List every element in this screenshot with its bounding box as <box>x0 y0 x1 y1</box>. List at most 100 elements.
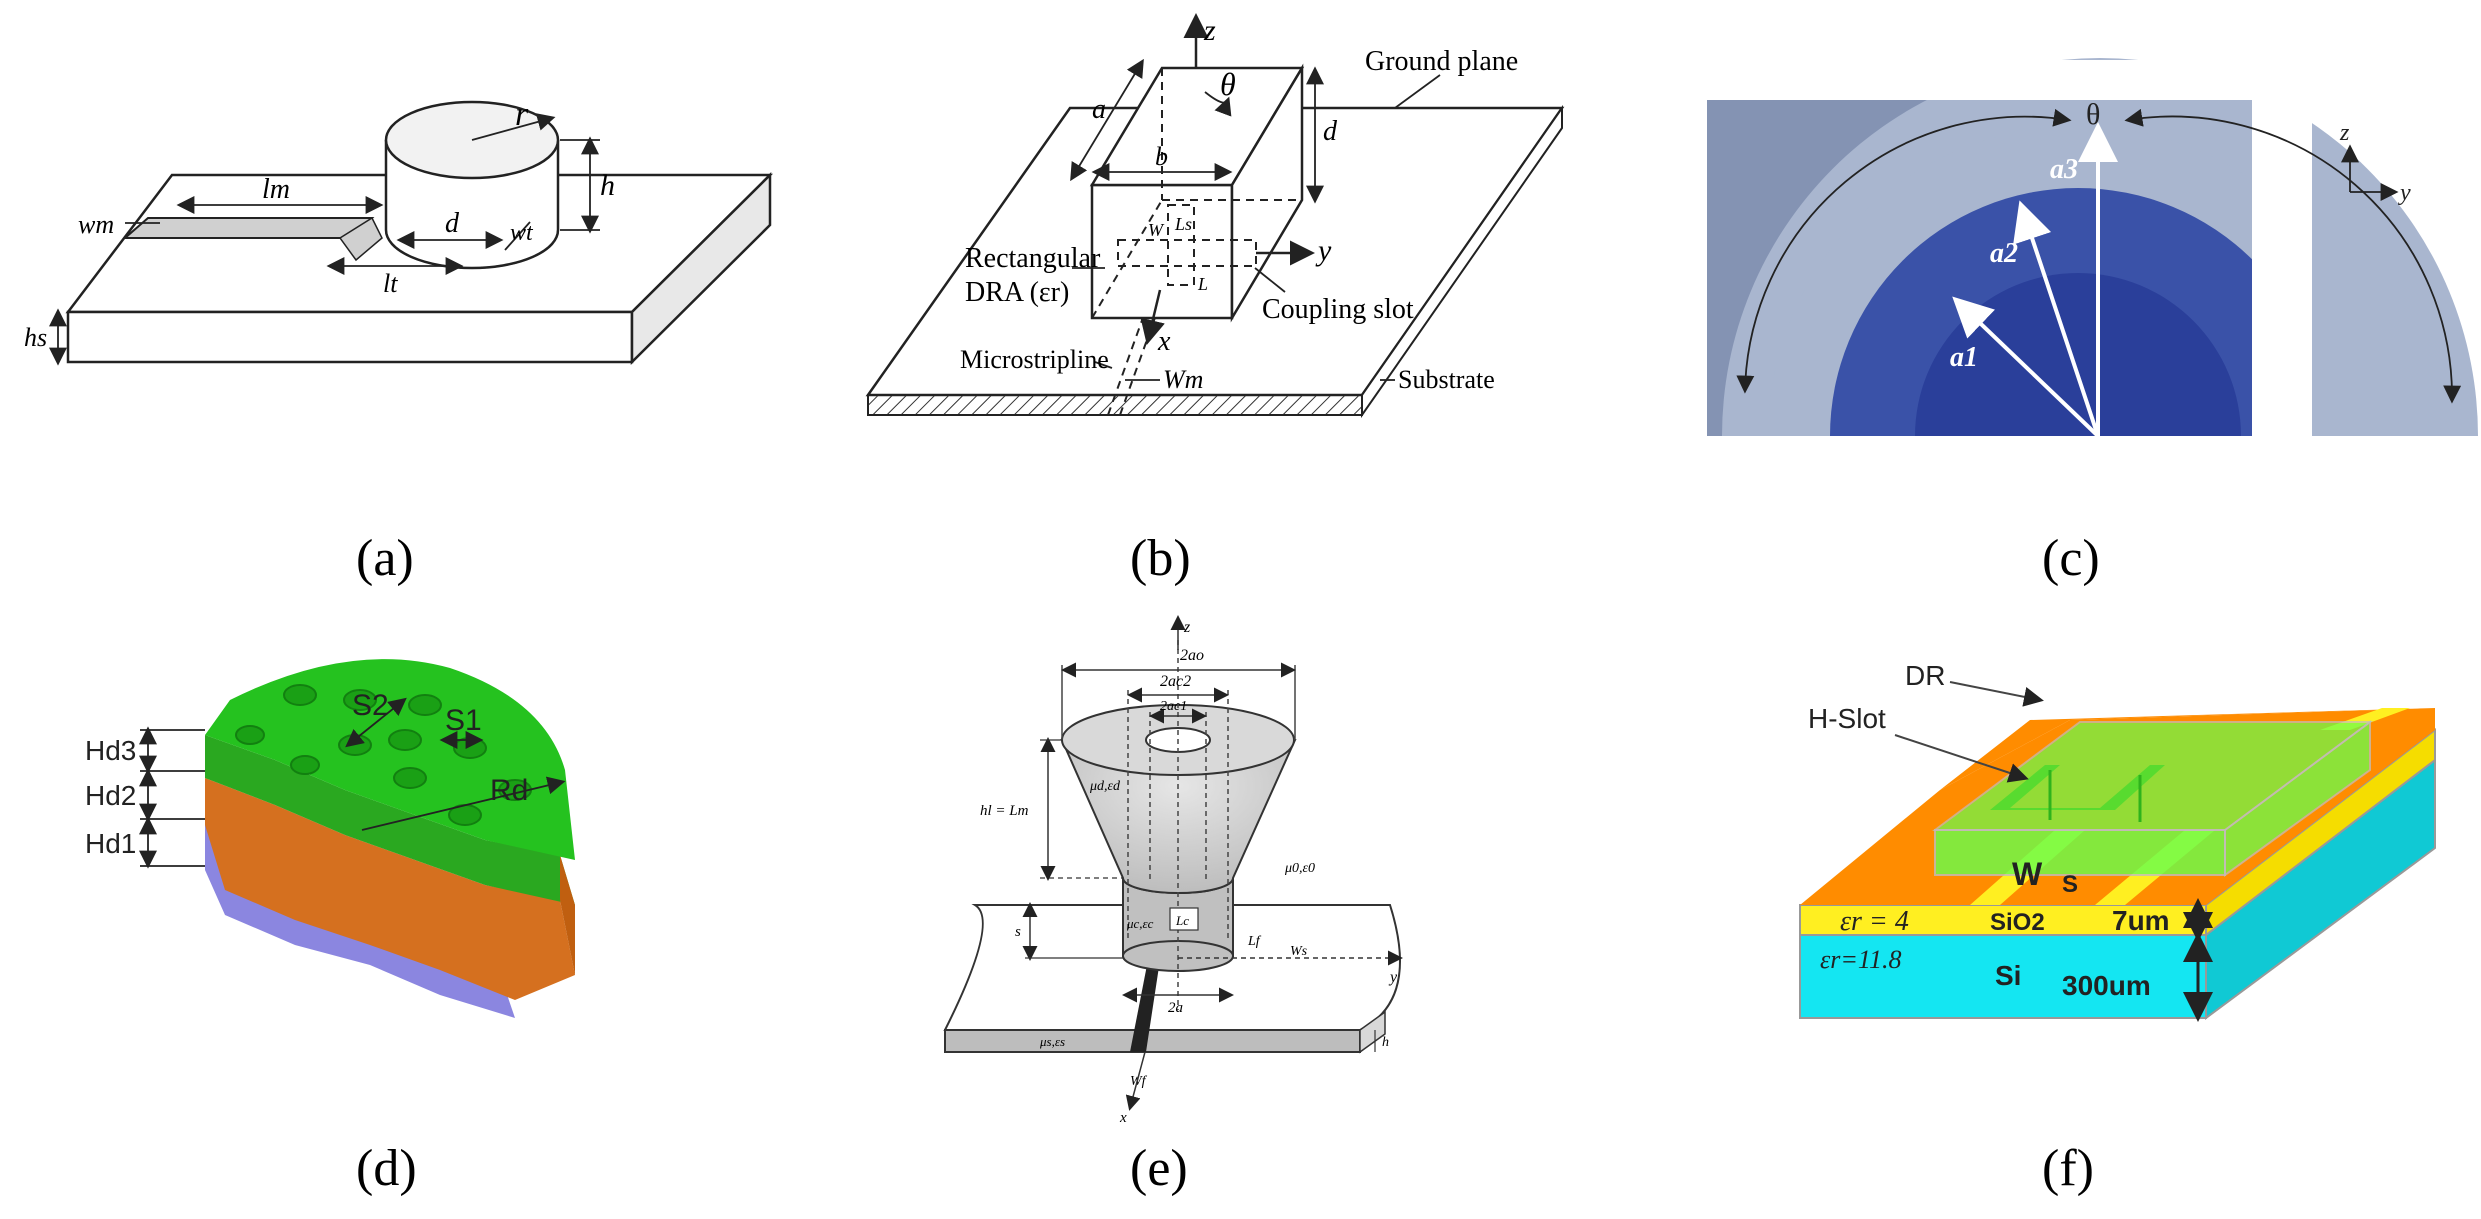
dra-hidden-2 <box>1091 199 1163 319</box>
slot-cross <box>1167 204 1195 286</box>
label-x: x <box>1157 326 1171 357</box>
microstrip-leader <box>1094 361 1113 369</box>
label-h: h <box>1382 1035 1389 1050</box>
label-dra-2: DRA (εr) <box>965 277 1069 308</box>
mask-left <box>1680 90 1707 450</box>
h-slot <box>1990 765 2165 810</box>
dim-wt <box>504 221 531 251</box>
dim-a <box>1070 58 1144 182</box>
label-mu-eps-0: μ0,ε0 <box>1284 861 1315 876</box>
label-w: W <box>2012 856 2043 892</box>
layer-top-side <box>205 735 575 905</box>
label-theta: θ <box>2086 98 2100 131</box>
label-theta: θ <box>1220 66 1236 102</box>
dim-rd <box>361 776 566 831</box>
panel-d: S2 S1 Rd Hd3 Hd2 Hd1 <box>85 659 575 1018</box>
caption-e: (e) <box>1130 1140 1188 1197</box>
substrate-front <box>66 310 634 364</box>
dra-side <box>1230 63 1304 323</box>
label-substrate: Substrate <box>1398 365 1495 394</box>
caption-b: (b) <box>1130 530 1191 587</box>
label-lm: lm <box>262 174 290 205</box>
dra-front-arc <box>384 229 560 270</box>
theta-arc <box>1204 91 1232 117</box>
label-a1: a1 <box>1950 342 1978 373</box>
label-si: Si <box>1995 960 2021 991</box>
microstrip-feed <box>122 217 375 239</box>
label-r: r <box>515 96 529 133</box>
panel-a: r h lm wm d wt lt hs <box>24 96 774 366</box>
label-z: z <box>1203 14 1216 47</box>
label-lc: Lc <box>1175 913 1189 928</box>
substrate-side <box>1361 104 1563 419</box>
label-2a: 2a <box>1168 1000 1183 1016</box>
label-eps-top: εr = 4 <box>1840 906 1909 937</box>
hslot-leader <box>1894 734 2029 783</box>
label-microstripline: Microstripline <box>960 345 1109 374</box>
label-d: d <box>1323 116 1338 147</box>
label-s2: S2 <box>352 689 389 722</box>
label-2ac2: 2ac2 <box>1160 673 1191 690</box>
ground-plane-leader <box>1394 74 1441 109</box>
label-coupling-slot: Coupling slot <box>1262 294 1414 325</box>
label-eps-bottom: εr=11.8 <box>1820 945 1901 974</box>
label-z: z <box>1183 619 1191 636</box>
label-7um: 7um <box>2112 905 2170 936</box>
panel-b: z θ y x a b d Ls W L Ground plane Rectan… <box>865 13 1565 419</box>
panel-f: DR H-Slot W S εr = 4 SiO2 7um εr=11.8 Si… <box>1799 660 2436 1022</box>
label-hs: hs <box>24 323 47 352</box>
label-l: L <box>1197 274 1208 294</box>
label-h: h <box>600 169 615 202</box>
label-lf: Lf <box>1247 934 1262 949</box>
caption-f: (f) <box>2042 1140 2094 1197</box>
layer-mid-right <box>560 855 575 975</box>
panel-e: z 2ao 2ac2 2ac1 hl = Lm μd,εd μ0,ε0 s μc… <box>943 615 1403 1126</box>
caption-a: (a) <box>356 530 414 587</box>
hole <box>388 729 422 751</box>
substrate-front <box>944 1029 1361 1053</box>
label-a2: a2 <box>1990 238 2018 269</box>
label-hd1: Hd1 <box>85 828 136 859</box>
caption-d: (d) <box>356 1140 417 1197</box>
label-mu-eps-s: μs,εs <box>1039 1034 1065 1049</box>
x-axis <box>1125 1051 1146 1111</box>
label-s1: S1 <box>445 704 482 737</box>
hole <box>453 737 487 759</box>
label-ws: Ws <box>1290 944 1308 959</box>
hole <box>290 755 320 775</box>
label-a3: a3 <box>2050 154 2078 185</box>
label-hd3: Hd3 <box>85 735 136 766</box>
label-y: y <box>1315 234 1332 267</box>
label-wf: Wf <box>1130 1074 1148 1089</box>
hole <box>408 694 442 716</box>
caption-c: (c) <box>2042 530 2100 587</box>
label-y: y <box>1388 969 1398 986</box>
label-2ac1: 2ac1 <box>1160 699 1187 714</box>
label-w: W <box>1148 220 1165 240</box>
label-ground-plane: Ground plane <box>1365 46 1518 77</box>
label-dra-1: Rectangular <box>965 243 1101 274</box>
label-wm: wm <box>78 210 114 239</box>
label-h-slot: H-Slot <box>1808 703 1886 734</box>
label-300um: 300um <box>2062 970 2151 1001</box>
label-s: s <box>1015 924 1021 940</box>
lc-box <box>1169 907 1199 931</box>
label-wm: Wm <box>1163 365 1203 394</box>
hole <box>283 684 317 706</box>
label-b: b <box>1155 142 1168 171</box>
label-dr: DR <box>1905 660 1945 691</box>
label-mu-eps-c: μc,εc <box>1126 916 1154 931</box>
label-sio2: SiO2 <box>1990 909 2045 936</box>
label-ls: Ls <box>1174 214 1192 234</box>
panel-c: a3 a2 a1 θ z y <box>1680 58 2478 450</box>
label-s: S <box>2062 871 2078 898</box>
layer-mid <box>205 778 575 1000</box>
dim-s2 <box>345 697 407 748</box>
label-x: x <box>1119 1110 1127 1126</box>
dr-front <box>1934 829 2226 876</box>
label-rd: Rd <box>490 774 528 807</box>
captions: (a) (b) (c) (d) (e) (f) <box>356 530 2100 1197</box>
theta-arc-left <box>1736 108 2072 394</box>
mask-right <box>2252 90 2312 450</box>
